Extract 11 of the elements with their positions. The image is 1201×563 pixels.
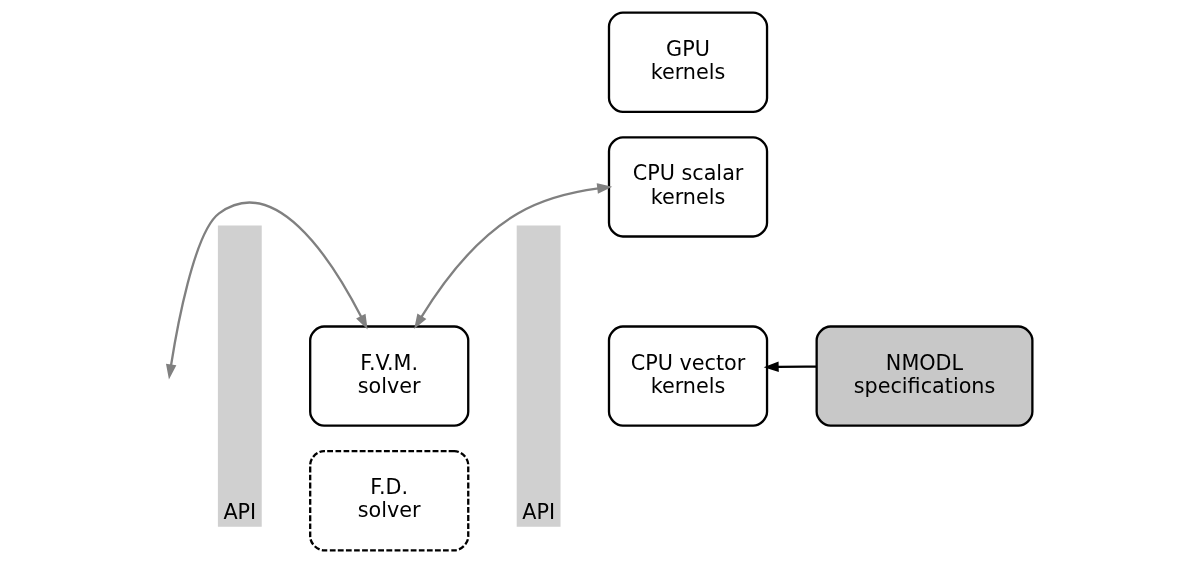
node-box: CPU scalar kernels xyxy=(607,136,769,238)
node-box: API xyxy=(217,225,262,527)
node-box: F.D. solver xyxy=(309,449,470,552)
node-box: API xyxy=(516,225,561,527)
node-box: CPU vector kernels xyxy=(607,325,769,427)
arrow xyxy=(763,361,817,373)
node-box: F.V.M. solver xyxy=(309,325,470,427)
arrow xyxy=(414,183,613,330)
node-box: GPU kernels xyxy=(607,11,769,114)
node-box: NMODL specifications xyxy=(815,325,1034,427)
arrow xyxy=(165,201,368,380)
